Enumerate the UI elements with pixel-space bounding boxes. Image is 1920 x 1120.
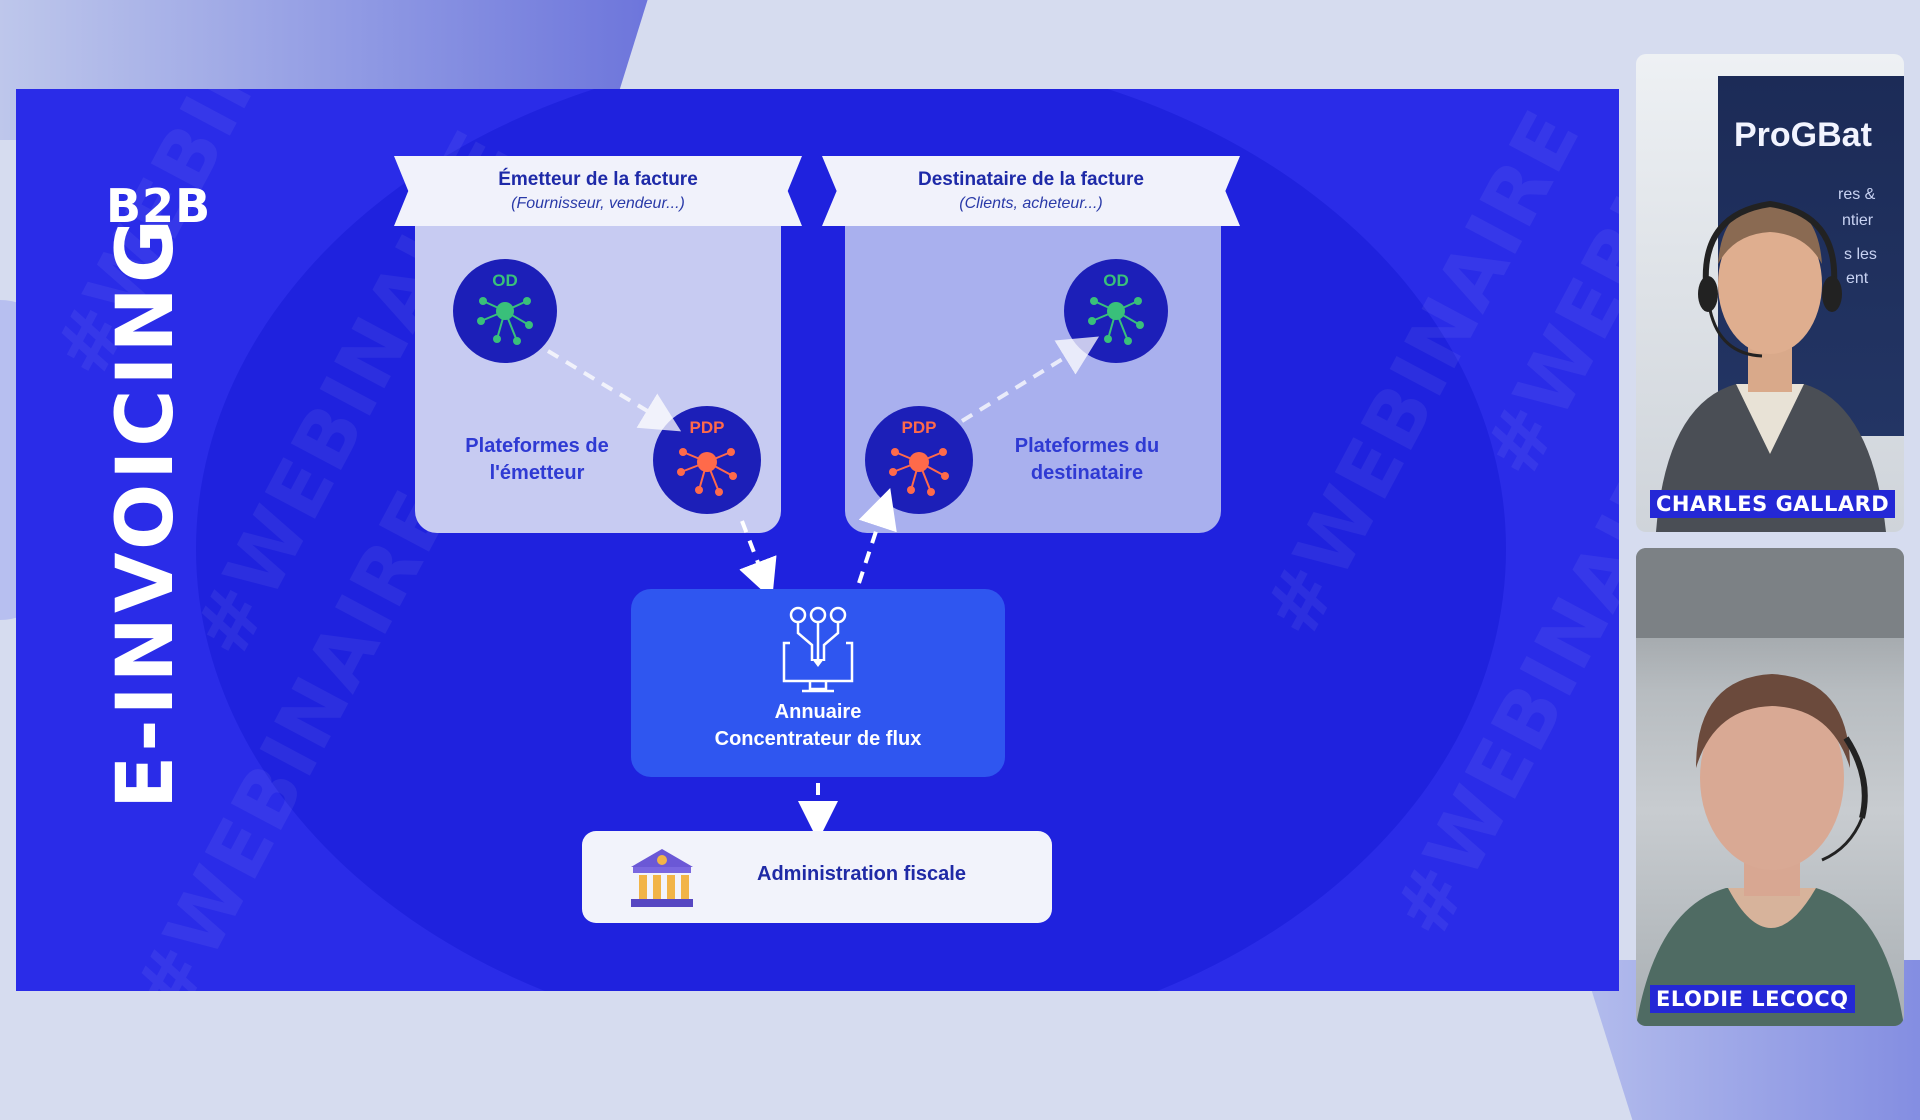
- od-label: OD: [492, 271, 518, 290]
- banner-brand: ProGBat: [1734, 116, 1872, 154]
- emitter-platform-label-line1: Plateformes de: [465, 435, 609, 457]
- emitter-subtitle: (Fournisseur, vendeur...): [511, 195, 685, 212]
- banner-text: s les: [1844, 246, 1877, 263]
- emitter-platform-label-line2: l'émetteur: [489, 462, 585, 484]
- participant-name-tag: ELODIE LECOCQ: [1650, 985, 1855, 1013]
- recipient-header-ribbon: Destinataire de la facture (Clients, ach…: [822, 156, 1240, 226]
- banner-text: ntier: [1842, 212, 1874, 229]
- participant-video-tile[interactable]: ELODIE LECOCQ: [1636, 548, 1904, 1026]
- recipient-platform-label: Plateformes du destinataire: [992, 433, 1182, 487]
- recipient-title: Destinataire de la facture: [918, 169, 1144, 190]
- slide-subtitle-b2b: B2B: [106, 179, 212, 233]
- emitter-title: Émetteur de la facture: [498, 169, 698, 190]
- recipient-pdp-network-icon: PDP: [865, 406, 973, 514]
- participant-name-tag: CHARLES GALLARD: [1650, 490, 1896, 518]
- tax-administration-label: Administration fiscale: [757, 863, 966, 885]
- emitter-od-network-icon: OD: [453, 259, 557, 363]
- government-building-icon: [631, 849, 693, 907]
- flow-arrows: [546, 336, 1100, 841]
- hub-title-line1: Annuaire: [774, 701, 862, 723]
- emitter-platform-label: Plateformes de l'émetteur: [447, 433, 627, 487]
- pdp-label: PDP: [901, 418, 937, 437]
- hub-title-line2: Concentrateur de flux: [714, 728, 922, 750]
- speaker-silhouette: [1656, 200, 1886, 532]
- emitter-header-ribbon: Émetteur de la facture (Fournisseur, ven…: [394, 156, 802, 226]
- directory-flow-concentrator: Annuaire Concentrateur de flux: [631, 589, 1005, 777]
- banner-text: ent: [1846, 270, 1869, 287]
- recipient-platform-label-line1: Plateformes du: [1014, 435, 1160, 457]
- presentation-slide: #WEBINAIRE #WEBINAIRE #WEBINAIRE #WEBINA…: [16, 89, 1619, 991]
- concentrator-icon: [782, 606, 854, 693]
- recipient-subtitle: (Clients, acheteur...): [959, 195, 1103, 212]
- participant-video-tile[interactable]: ProGBat res & ntier s les ent CHARLES GA…: [1636, 54, 1904, 532]
- pdp-label: PDP: [689, 418, 725, 437]
- recipient-platform-label-line2: destinataire: [1030, 462, 1144, 484]
- tax-administration-box: Administration fiscale: [582, 831, 1052, 923]
- banner-text: res &: [1838, 186, 1876, 203]
- speaker-silhouette: [1636, 548, 1904, 1026]
- od-label: OD: [1103, 271, 1129, 290]
